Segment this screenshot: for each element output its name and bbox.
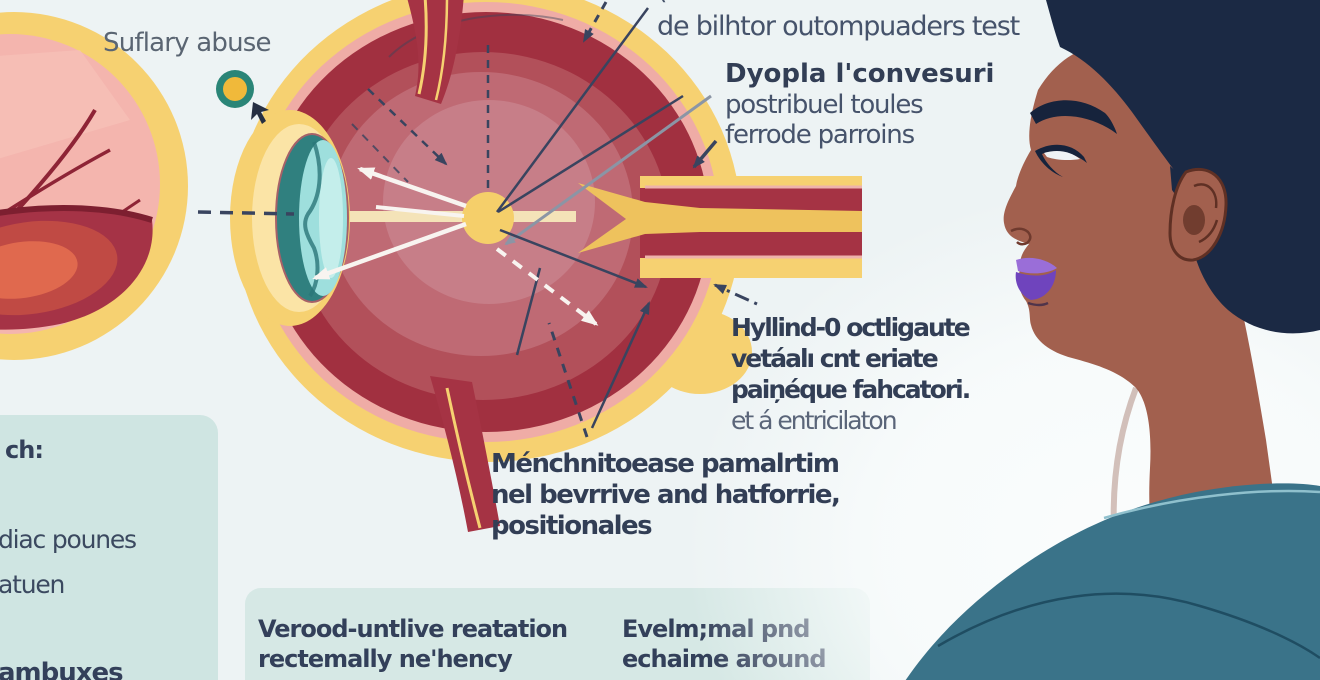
- superior-vessel: [407, 0, 464, 104]
- nostril: [1010, 227, 1032, 246]
- dashed-diagonal: [367, 88, 448, 166]
- collar-seam-light: [1103, 489, 1320, 520]
- bottom-box-left-line1: Verood-untlive reatation: [258, 615, 568, 643]
- left-box-heading: ch:: [5, 436, 44, 464]
- dyopla-line2: postribuel toules: [725, 90, 924, 120]
- hylind-line1: Hyllind-0 octligaute: [731, 313, 971, 342]
- cornea-lens: [230, 110, 350, 326]
- shirt: [905, 483, 1320, 680]
- top-right-line1: (ntre de hannaue in arfan: [657, 0, 1019, 9]
- suflary-label: Suflary abuse: [103, 28, 272, 58]
- left-box-item-1: diac pounes: [0, 525, 137, 554]
- orbit-cross-section-illustration: [0, 12, 188, 360]
- dyopla-caption: Dyopla l'convesuri postribuel toules fer…: [725, 59, 994, 150]
- optic-nerve: [578, 176, 862, 278]
- ray-line-upright: [495, 7, 650, 213]
- hylind-line2: vetáalı cnt eriate: [731, 344, 939, 373]
- lower-lip: [1015, 270, 1056, 300]
- dyopla-line3: ferrode parroins: [725, 120, 915, 150]
- collar-seam-dark: [937, 592, 1320, 660]
- top-right-line2: de bilhtor outompuaders test: [657, 11, 1020, 42]
- left-box-footer: ambuxes: [0, 658, 124, 680]
- top-right-caption: (ntre de hannaue in arfan de bilhtor out…: [657, 0, 1020, 45]
- mench-line2: nel bevrrive and hatforrie,: [491, 480, 841, 510]
- white-dashed-arrow: [495, 247, 599, 326]
- mench-line3: positionales: [491, 511, 653, 541]
- white-arrow-downleft: [312, 221, 467, 281]
- person-skin: [1003, 45, 1282, 555]
- connector-dashed-mench: [547, 322, 589, 438]
- eyebrow: [1030, 100, 1117, 134]
- arrow-dashed-top: [582, 1, 608, 43]
- white-arrow-upleft: [357, 166, 467, 209]
- annotation-arrows: [197, 1, 758, 438]
- bottom-box-left-line2: rectemally ne'hency: [258, 645, 513, 673]
- left-info-box: ch: diac pounes atuen ambuxes: [0, 415, 218, 680]
- hylind-line4: et á entricilaton: [731, 406, 898, 435]
- arrow-dashdot-nerve-bottom: [713, 283, 758, 306]
- hylind-caption: Hyllind-0 octligaute vetáalı cnt eriate …: [731, 312, 971, 436]
- mouse-cursor-icon: [251, 102, 269, 124]
- target-icon: [216, 70, 254, 108]
- eye-sclera: [1044, 151, 1080, 161]
- person-illustration: [905, 0, 1320, 680]
- arrow-solid-nerve-top: [692, 139, 718, 169]
- nerve-fiber-flare: [578, 183, 862, 253]
- ear: [1168, 167, 1228, 262]
- left-box-item-2: atuen: [0, 570, 65, 599]
- connector-dashed-left: [197, 210, 295, 216]
- upper-lip: [1016, 257, 1057, 274]
- hylind-line3: paiņéque fahcatori.: [731, 375, 971, 404]
- eye-diagram: [230, 0, 862, 532]
- pointer-line-gray: [504, 94, 712, 246]
- ray-line-downright: [499, 228, 648, 289]
- eye-lash: [1035, 144, 1087, 177]
- dyopla-heading: Dyopla l'convesuri: [725, 59, 995, 89]
- mench-line1: Ménchnitoease pamalrtim: [491, 449, 840, 479]
- mench-caption: Ménchnitoease pamalrtim nel bevrrive and…: [491, 449, 841, 542]
- inferior-vessel: [430, 376, 500, 532]
- hair: [1046, 0, 1320, 334]
